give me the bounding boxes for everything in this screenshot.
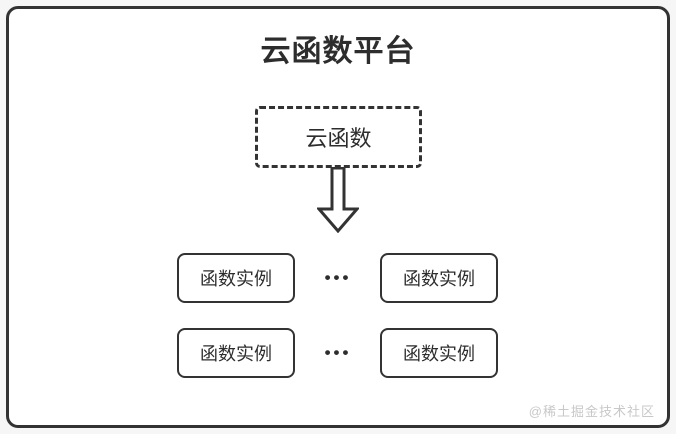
function-instance-label: 函数实例: [200, 269, 272, 289]
function-instance-box: 函数实例: [177, 328, 295, 378]
ellipsis-row-1: •••: [324, 268, 352, 287]
function-instance-box: 函数实例: [380, 253, 498, 303]
diagram-title: 云函数平台: [260, 35, 416, 68]
function-instance-label: 函数实例: [200, 344, 272, 364]
function-instance-box: 函数实例: [177, 253, 295, 303]
function-instance-label: 函数实例: [403, 344, 475, 364]
cloud-function-node: 云函数: [255, 106, 422, 168]
cloud-function-node-label: 云函数: [305, 126, 372, 151]
down-arrow-icon: [317, 167, 359, 233]
function-instance-label: 函数实例: [403, 269, 475, 289]
function-instance-box: 函数实例: [380, 328, 498, 378]
watermark: @稀土掘金技术社区: [528, 404, 655, 419]
ellipsis-row-2: •••: [324, 343, 352, 362]
